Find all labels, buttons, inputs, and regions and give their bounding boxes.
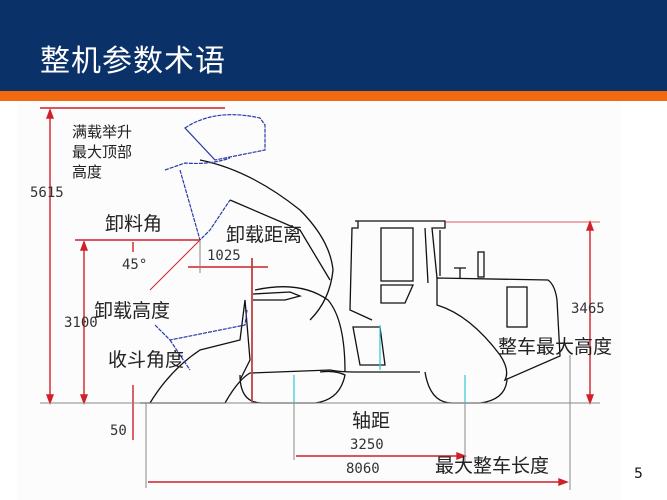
rear-body — [436, 277, 561, 382]
value-full-lift-height: 5615 — [30, 185, 64, 201]
slide-title: 整机参数术语 — [40, 44, 226, 79]
value-max-length: 8060 — [346, 461, 380, 477]
value-wheelbase: 3250 — [350, 437, 384, 453]
value-dump-height: 3100 — [64, 315, 98, 331]
raised-bucket — [184, 114, 266, 161]
value-max-height: 3465 — [571, 301, 605, 317]
label-dump-angle: 卸料角 — [105, 213, 163, 235]
header-accent-bar — [0, 91, 667, 101]
value-dump-reach: 1025 — [207, 248, 241, 264]
dump-bucket — [164, 157, 231, 242]
label-max-length: 最大整车长度 — [435, 455, 550, 477]
label-line: 最大顶部 — [72, 143, 133, 161]
axle-centerlines — [293, 325, 466, 403]
value-dump-angle: 45° — [122, 257, 148, 273]
label-wheelbase: 轴距 — [352, 410, 391, 432]
engine-grille — [506, 286, 528, 328]
air-intake — [454, 267, 466, 278]
chassis — [140, 369, 420, 404]
label-line: 满载举升 — [72, 123, 133, 141]
front-wheel — [239, 370, 346, 404]
dim-45-angle — [149, 239, 201, 291]
cab-window-lower — [380, 284, 415, 304]
bucket-positions — [154, 114, 266, 371]
cab-window — [380, 227, 414, 282]
label-dump-reach: 卸载距离 — [226, 224, 303, 246]
reference-lines — [40, 240, 600, 490]
label-max-height: 整车最大高度 — [498, 336, 613, 358]
cab — [349, 220, 446, 321]
exhaust-stack — [477, 251, 485, 278]
dimension-lines — [40, 107, 600, 487]
value-dig-depth: 50 — [110, 423, 127, 439]
front-frame — [254, 286, 346, 373]
loader-outline — [140, 159, 561, 404]
rollback-bucket — [154, 309, 248, 371]
page-number: 5 — [634, 466, 643, 482]
rear-wheel — [424, 371, 508, 404]
lift-arm — [199, 159, 334, 321]
slide-header: 整机参数术语 — [0, 0, 667, 91]
label-rollback-angle: 收斗角度 — [108, 349, 185, 371]
label-full-lift-height: 满载举升 最大顶部 高度 — [72, 122, 132, 182]
cylinder — [252, 291, 303, 301]
label-line: 高度 — [72, 163, 103, 181]
label-dump-height: 卸载高度 — [94, 300, 171, 322]
diagram-background — [17, 101, 621, 500]
tilt-link — [229, 199, 331, 281]
front-panel — [352, 326, 386, 366]
